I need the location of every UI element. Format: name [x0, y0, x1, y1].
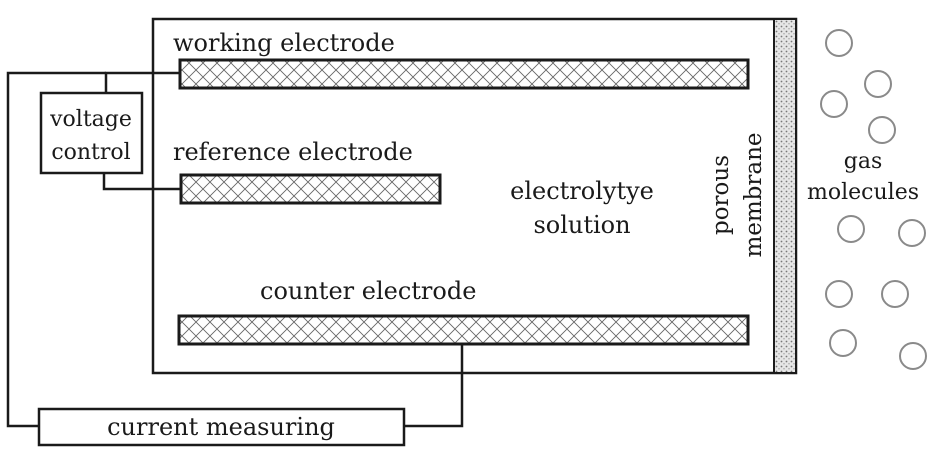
wire-counter-electrode	[404, 344, 464, 428]
wire-reference-electrode	[102, 173, 181, 191]
voltage-control-label-line1: voltage	[49, 107, 132, 132]
voltage-control-box	[39, 91, 144, 175]
wire-working-to-current	[6, 71, 106, 428]
membrane-label-line2: membrane	[741, 132, 767, 257]
working-electrode-label: working electrode	[173, 29, 395, 57]
counter-electrode	[177, 314, 750, 346]
gas-molecule	[820, 90, 848, 118]
current-measuring-label: current measuring	[107, 413, 335, 441]
voltage-control-label-line2: control	[51, 140, 130, 165]
reference-electrode-label: reference electrode	[173, 138, 413, 166]
counter-electrode-label: counter electrode	[260, 277, 476, 305]
membrane-label-line1: porous	[708, 155, 734, 235]
gas-molecule	[864, 70, 892, 98]
gas-label-line2: molecules	[807, 180, 919, 205]
reference-electrode	[179, 173, 442, 205]
gas-molecules-group	[820, 29, 927, 370]
gas-molecule	[829, 329, 857, 357]
porous-membrane	[773, 18, 797, 374]
gas-molecule	[899, 342, 927, 370]
electrolyte-label-line1: electrolytye	[510, 177, 654, 205]
electrolyte-label-line2: solution	[533, 211, 630, 239]
gas-molecule	[825, 29, 853, 57]
gas-molecule	[837, 215, 865, 243]
working-electrode	[178, 58, 750, 90]
gas-label-line1: gas	[844, 149, 883, 174]
current-measuring-box	[37, 407, 406, 447]
gas-molecule	[825, 280, 853, 308]
gas-molecule	[868, 116, 896, 144]
gas-molecule	[898, 219, 926, 247]
gas-molecule	[881, 280, 909, 308]
